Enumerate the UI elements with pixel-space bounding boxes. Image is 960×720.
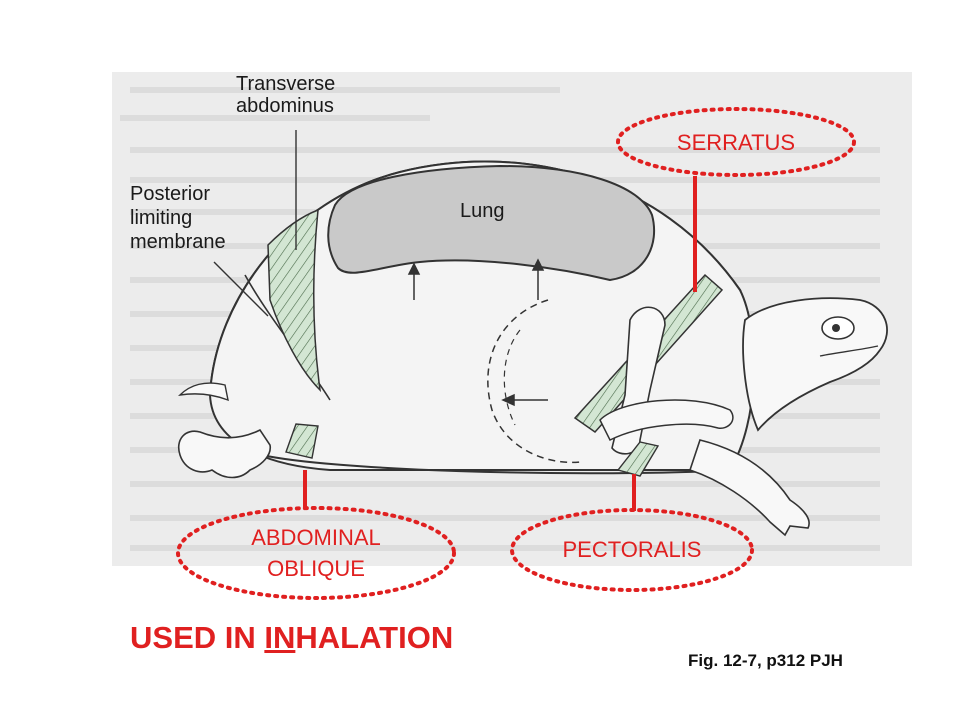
- caption-suffix: HALATION: [295, 620, 454, 655]
- figure-reference: Fig. 12-7, p312 PJH: [688, 651, 843, 670]
- transverse-abdominus-muscle: [267, 208, 322, 393]
- posterior-membrane-label-line: limiting: [130, 207, 193, 229]
- visceral-movement-dashed-inner: [503, 329, 521, 426]
- visceral-movement-dashed: [487, 299, 581, 464]
- posterior-limiting-membrane-label: Posterior limiting membrane: [130, 183, 270, 255]
- turtle-pupil: [832, 324, 840, 332]
- caption-emphasis: IN: [264, 620, 296, 655]
- posterior-membrane-label-line: membrane: [130, 231, 226, 253]
- pectoralis-callout-label: PECTORALIS: [562, 537, 702, 562]
- posterior-membrane-label-line: Posterior: [130, 183, 211, 205]
- turtle-mouth: [819, 345, 879, 357]
- transverse-abdominus-label-line: Transverse: [236, 73, 336, 95]
- abdominal-oblique-callout-label: ABDOMINAL OBLIQUE: [178, 522, 454, 584]
- caption-prefix: USED IN: [130, 620, 265, 655]
- visceral-movement-arrow: [501, 393, 548, 407]
- plastron-outline: [261, 454, 746, 475]
- label-leader-lines: [213, 130, 297, 317]
- tail: [178, 382, 229, 402]
- callout-connectors: [303, 176, 697, 511]
- abdominal-oblique-label-line: ABDOMINAL: [251, 525, 381, 550]
- abdominal-oblique-callout-ellipse: [176, 506, 456, 600]
- transverse-abdominus-label-line: abdominus: [236, 95, 334, 117]
- humerus: [599, 399, 734, 442]
- abdominal-oblique-muscle: [285, 423, 319, 459]
- lung-label: Lung: [460, 200, 505, 222]
- serratus-callout-label: SERRATUS: [676, 130, 796, 155]
- transverse-abdominus-label: Transverse abdominus: [236, 73, 376, 117]
- slide-caption: USED IN INHALATION: [130, 620, 550, 656]
- abdominal-oblique-label-line: OBLIQUE: [267, 556, 365, 581]
- lung: [327, 164, 656, 282]
- lung-expansion-arrows: [407, 258, 545, 300]
- serratus-callout-ellipse: [616, 107, 856, 177]
- front-leg: [688, 439, 810, 537]
- hind-leg: [178, 428, 272, 479]
